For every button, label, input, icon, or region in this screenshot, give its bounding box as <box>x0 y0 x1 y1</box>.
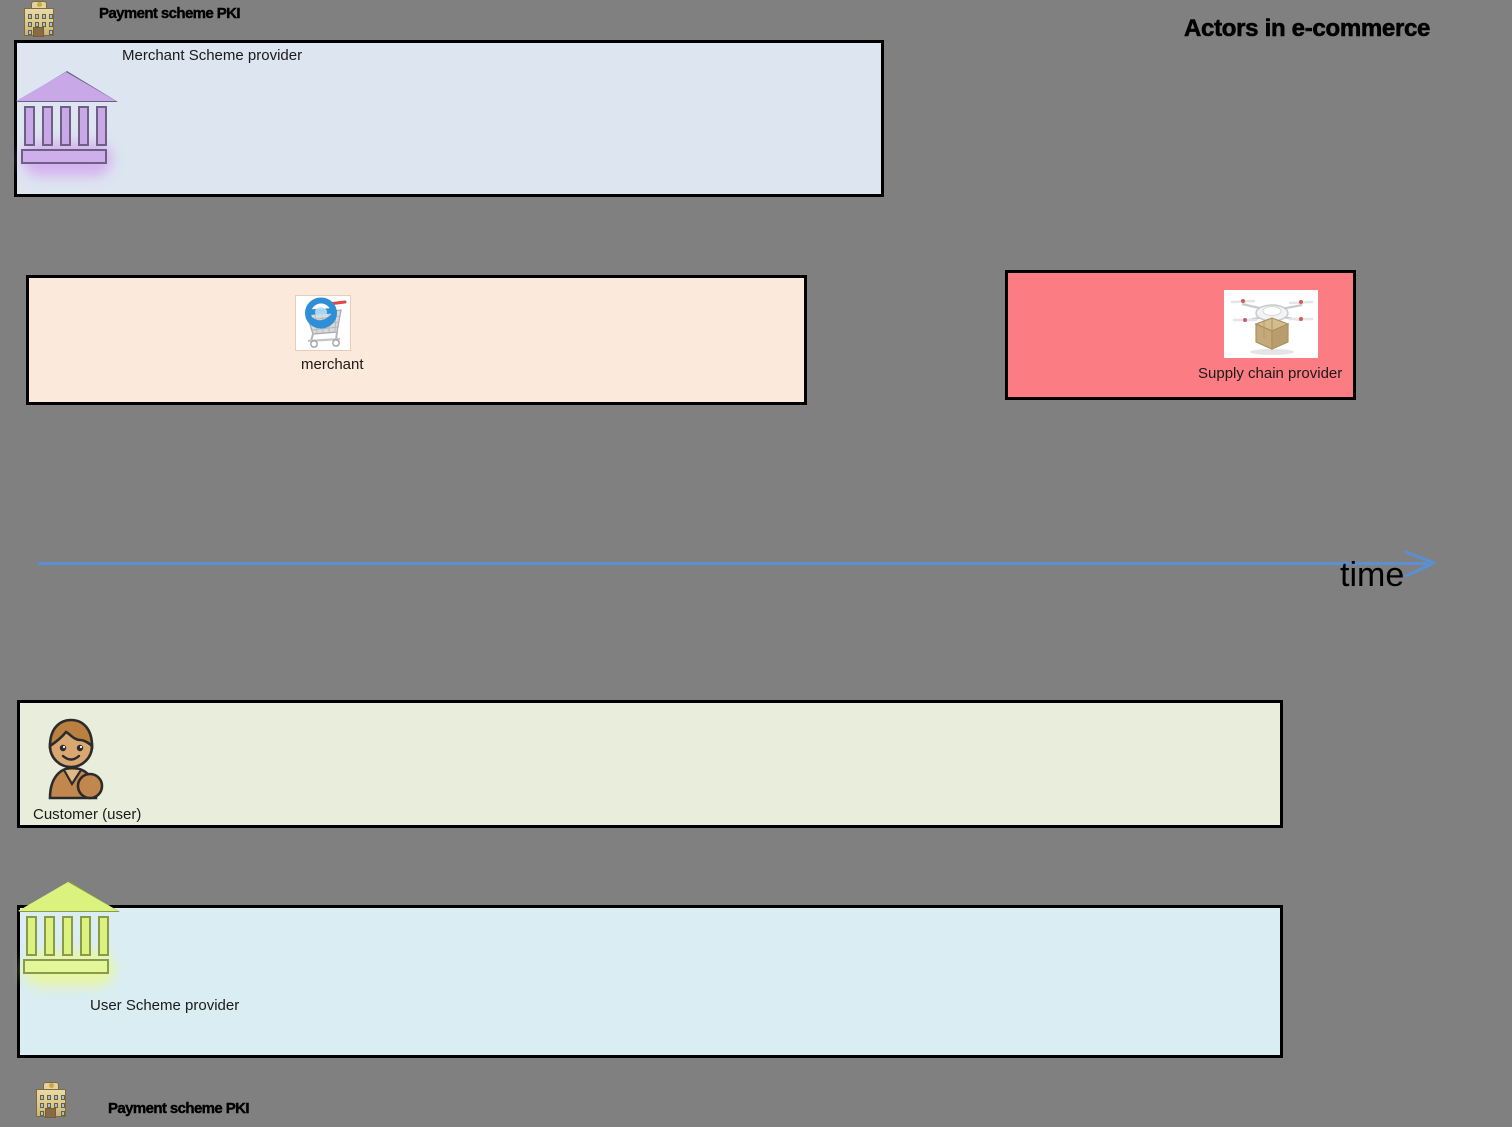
time-axis-line <box>38 562 1428 565</box>
time-arrow-head <box>1404 550 1436 578</box>
delivery-drone-icon <box>1224 290 1318 358</box>
payment-scheme-pki-bottom-label: Payment scheme PKI <box>108 1100 250 1117</box>
time-axis-label: time <box>1340 556 1405 594</box>
lane-label-merchant-scheme-provider: Merchant Scheme provider <box>122 47 303 64</box>
shopping-cart-e-svg <box>305 297 347 348</box>
bank-building-icon <box>22 1 58 37</box>
customer-person-svg <box>48 718 104 800</box>
lane-merchant[interactable] <box>26 275 807 405</box>
bank-columns-icon-user <box>18 878 120 988</box>
lane-user-scheme-provider[interactable] <box>17 905 1283 1058</box>
lane-label-customer-user: Customer (user) <box>33 806 142 823</box>
lane-merchant-scheme-provider[interactable] <box>14 40 884 197</box>
lane-label-supply-chain-provider: Supply chain provider <box>1198 365 1343 382</box>
lane-label-merchant: merchant <box>301 356 364 373</box>
delivery-drone-svg <box>1224 290 1318 358</box>
bank-building-icon-bottom <box>34 1082 70 1118</box>
lane-customer-user[interactable] <box>17 700 1283 828</box>
customer-person-icon <box>36 712 108 804</box>
bank-columns-icon <box>16 68 118 178</box>
page-title: Actors in e-commerce <box>1184 15 1431 43</box>
lane-label-user-scheme-provider: User Scheme provider <box>90 997 240 1014</box>
shopping-cart-e-icon <box>295 295 351 351</box>
payment-scheme-pki-top-label: Payment scheme PKI <box>99 5 241 22</box>
